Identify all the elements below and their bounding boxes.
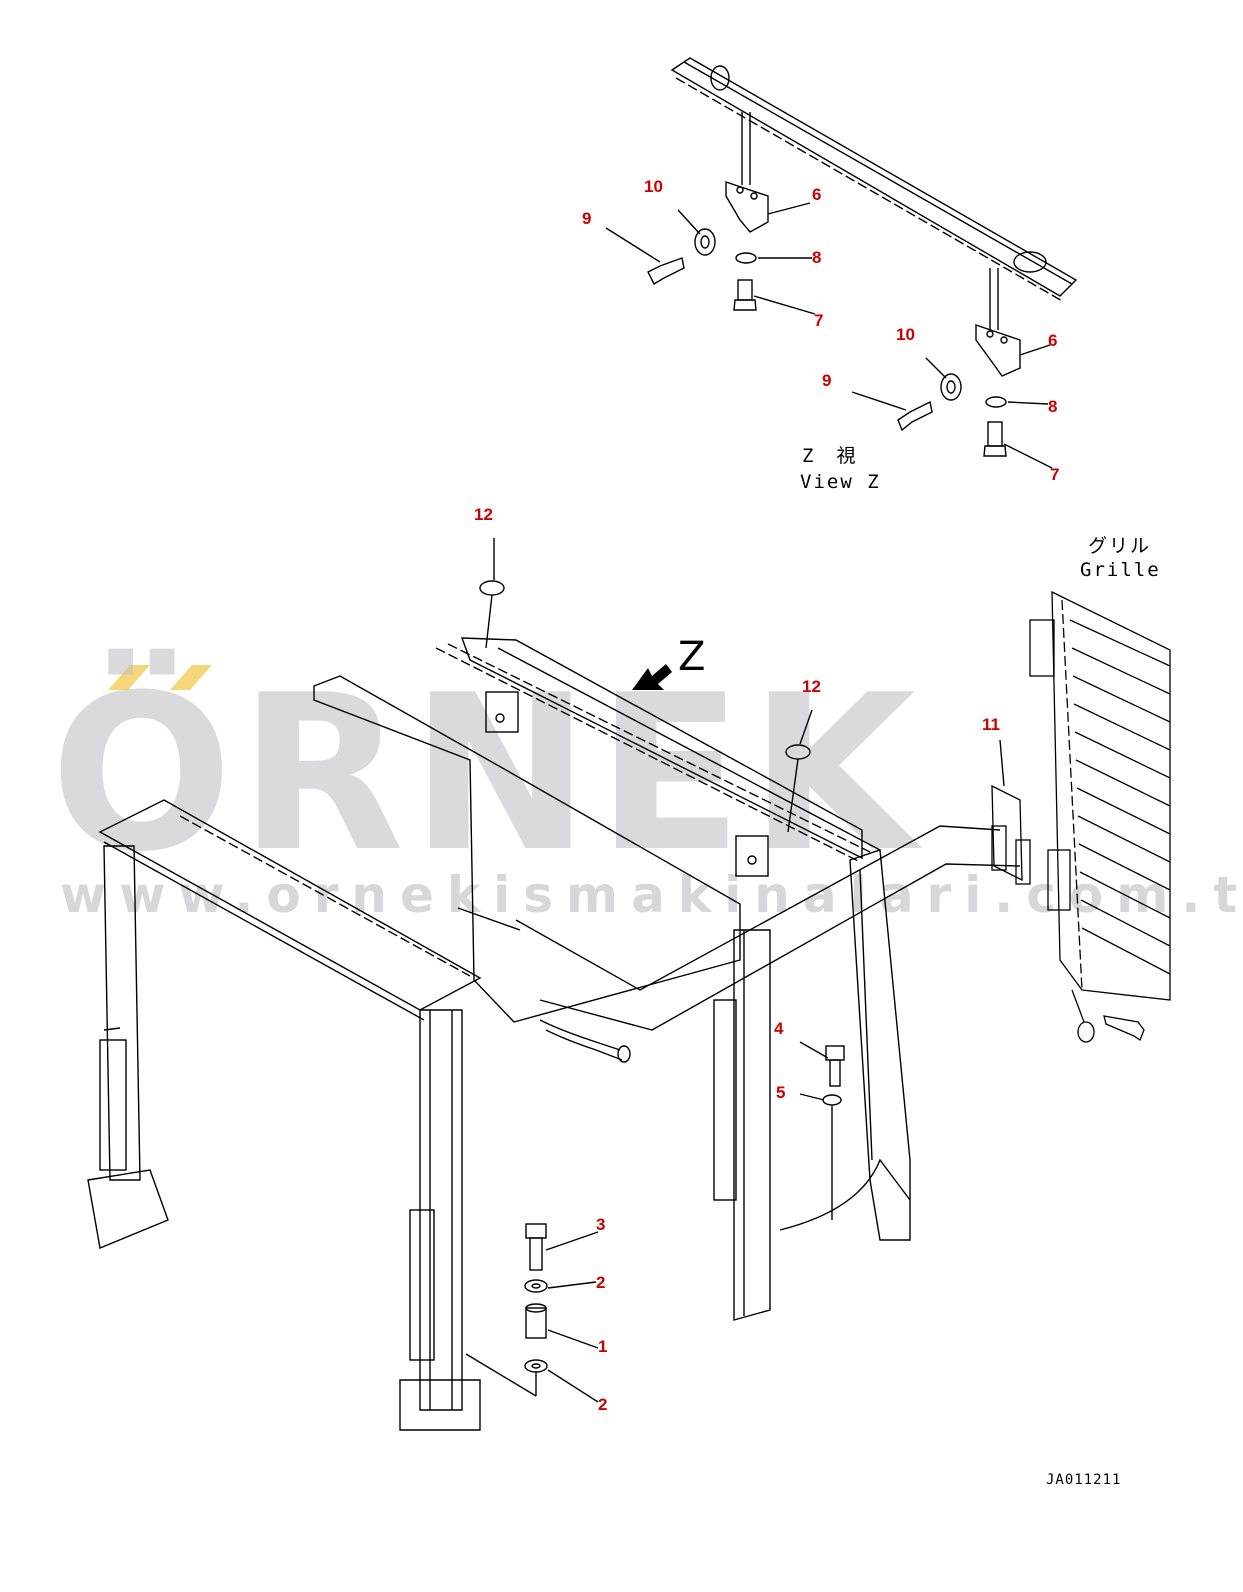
callout-12: 12: [474, 505, 493, 524]
watermark-brand: ÖRNEK: [50, 648, 923, 899]
watermark: ÖRNEK www.ornekismakinalari.com.tr: [50, 648, 1243, 924]
bolt-7-lower: [987, 421, 1003, 447]
grille-label-en: Grille: [1080, 559, 1161, 581]
callout-8: 8: [1048, 397, 1057, 416]
callout-5: 5: [776, 1083, 785, 1102]
mount-block-left: [485, 691, 519, 733]
callout-6: 6: [812, 185, 821, 204]
drain-hose: [539, 1019, 621, 1051]
exploded-parts: [465, 538, 1005, 1403]
callout-2: 2: [598, 1395, 607, 1414]
bolt-4: [825, 1045, 845, 1061]
washer-8-upper: [735, 252, 757, 264]
left-cross-beam: [98, 799, 482, 1011]
callout-9: 9: [822, 371, 831, 390]
view-z-arrow: Z: [632, 634, 705, 690]
washer-2-upper: [524, 1279, 548, 1293]
callout-4: 4: [774, 1019, 784, 1038]
callout-2: 2: [596, 1273, 605, 1292]
bolt-3: [525, 1223, 547, 1239]
washer-5: [822, 1094, 842, 1106]
top-rail: [670, 57, 1078, 297]
shroud-panel: [313, 675, 741, 1023]
bolt-7-upper: [737, 279, 753, 301]
grille-frame: [1051, 590, 1171, 1001]
callout-8: 8: [812, 248, 821, 267]
callout-6: 6: [1048, 331, 1057, 350]
left-post: [103, 845, 141, 1181]
callout-3: 3: [596, 1215, 605, 1234]
arrow-icon: [632, 664, 672, 690]
bracket-6-upper: [725, 181, 769, 233]
view-z-label-jp: Z 視: [802, 445, 857, 467]
washer-2-lower: [524, 1359, 548, 1373]
bolt-9-lower: [897, 400, 933, 432]
grille-slats: [1069, 619, 1171, 975]
callout-10: 10: [896, 325, 915, 344]
callout-7: 7: [814, 311, 823, 330]
bolt-9-upper: [647, 257, 685, 285]
radiator-frame: [87, 637, 1021, 1431]
washer-8-lower: [985, 396, 1007, 408]
document-code: JA011211: [1046, 1472, 1121, 1488]
right-post-rear: [849, 849, 911, 1241]
view-z-label-en: View Z: [800, 471, 881, 493]
callout-7: 7: [1050, 465, 1059, 484]
callout-11: 11: [982, 715, 1000, 734]
callout-1: 1: [598, 1337, 607, 1356]
washer-10-lower: [940, 373, 962, 401]
right-post-front: [733, 929, 771, 1321]
callout-10: 10: [644, 177, 663, 196]
collar-1: [525, 1307, 547, 1339]
callout-9: 9: [582, 209, 591, 228]
mount-block-right: [735, 835, 769, 877]
watermark-url: www.ornekismakinalari.com.tr: [60, 866, 1243, 924]
watermark-accent-right: [170, 665, 212, 690]
grille-label-jp: グリル: [1088, 535, 1151, 557]
seal-11: [991, 784, 1023, 882]
callout-12: 12: [802, 677, 821, 696]
washer-10-upper: [694, 228, 716, 256]
bracket-6-lower: [975, 324, 1021, 377]
grille-assembly: [991, 590, 1171, 1043]
view-z-detail: [605, 57, 1078, 469]
center-post: [419, 1009, 463, 1411]
grille-washer: [1077, 1021, 1095, 1043]
watermark-accent-left: [108, 665, 150, 690]
cap-12-left: [479, 580, 505, 596]
arrow-letter: Z: [678, 634, 705, 680]
grille-bolt: [1103, 1015, 1145, 1041]
